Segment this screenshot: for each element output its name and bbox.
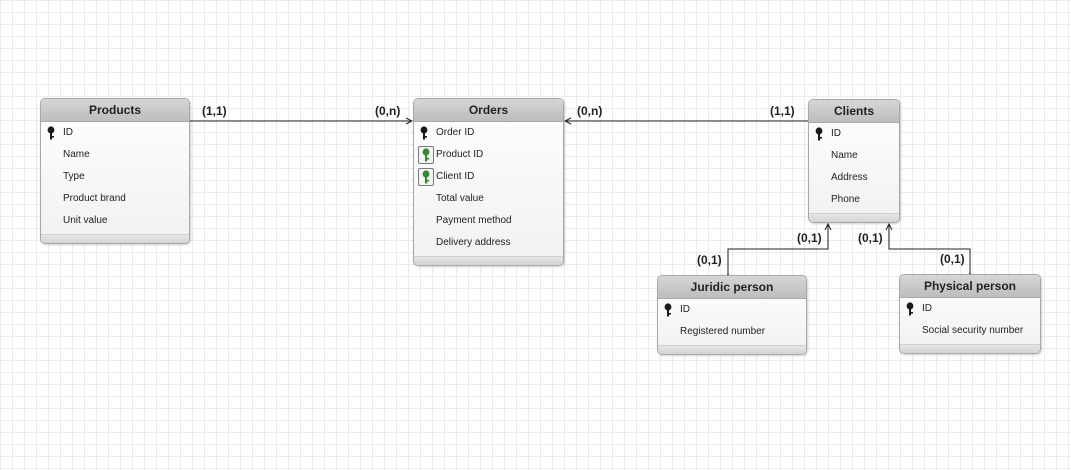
- entity-footer: [900, 344, 1040, 353]
- field-label: Address: [831, 172, 868, 183]
- entity-field[interactable]: Client ID: [414, 166, 563, 188]
- cardinality-label: (1,1): [770, 104, 795, 118]
- field-label: Name: [63, 149, 90, 160]
- field-label: Client ID: [436, 171, 475, 182]
- field-label: ID: [922, 303, 932, 314]
- field-label: Social security number: [922, 325, 1024, 336]
- entity-field[interactable]: Unit value: [41, 210, 189, 232]
- cardinality-label: (1,1): [202, 104, 227, 118]
- cardinality-label: (0,1): [697, 253, 722, 267]
- entity-footer: [414, 256, 563, 265]
- entity-title: Products: [41, 99, 189, 122]
- primary-key-icon: [47, 126, 59, 140]
- entity-footer: [658, 345, 806, 354]
- entity-title: Physical person: [900, 275, 1040, 298]
- primary-key-icon: [815, 127, 827, 141]
- field-label: ID: [63, 127, 73, 138]
- entity-footer: [41, 234, 189, 243]
- entity-footer: [809, 213, 899, 222]
- link-clients-juridic[interactable]: [728, 224, 828, 274]
- entity-field[interactable]: Social security number: [900, 320, 1040, 342]
- field-label: Order ID: [436, 127, 475, 138]
- entity-field[interactable]: Payment method: [414, 210, 563, 232]
- entity-field[interactable]: ID: [41, 122, 189, 144]
- cardinality-label: (0,1): [940, 252, 965, 266]
- cardinality-label: (0,n): [577, 104, 603, 118]
- field-label: ID: [680, 304, 690, 315]
- field-label: Registered number: [680, 326, 766, 337]
- entity-field[interactable]: Delivery address: [414, 232, 563, 254]
- entity-field[interactable]: Address: [809, 167, 899, 189]
- field-label: Type: [63, 171, 85, 182]
- entity-field[interactable]: Name: [809, 145, 899, 167]
- entity-orders[interactable]: Orders Order ID Product ID Client ID Total …: [413, 98, 564, 266]
- field-label: Product brand: [63, 193, 126, 204]
- field-label: Product ID: [436, 149, 484, 160]
- entity-field[interactable]: ID: [900, 298, 1040, 320]
- entity-title: Clients: [809, 100, 899, 123]
- entity-field[interactable]: Registered number: [658, 321, 806, 343]
- entity-title: Orders: [414, 99, 563, 122]
- entity-field[interactable]: Order ID: [414, 122, 563, 144]
- entity-field[interactable]: Name: [41, 144, 189, 166]
- entity-field[interactable]: ID: [658, 299, 806, 321]
- entity-juridic-person[interactable]: Juridic person ID Registered number: [657, 275, 807, 355]
- entity-field[interactable]: Type: [41, 166, 189, 188]
- link-clients-physical[interactable]: [889, 224, 970, 273]
- field-label: Delivery address: [436, 237, 511, 248]
- entity-field[interactable]: Product brand: [41, 188, 189, 210]
- field-label: Payment method: [436, 215, 512, 226]
- entity-title: Juridic person: [658, 276, 806, 299]
- entity-field[interactable]: Phone: [809, 189, 899, 211]
- primary-key-icon: [664, 303, 676, 317]
- entity-fields: ID Social security number: [900, 298, 1040, 342]
- entity-field[interactable]: ID: [809, 123, 899, 145]
- field-label: Total value: [436, 193, 484, 204]
- primary-key-icon: [420, 126, 432, 140]
- entity-field[interactable]: Total value: [414, 188, 563, 210]
- field-label: Unit value: [63, 215, 108, 226]
- cardinality-label: (0,1): [858, 231, 883, 245]
- foreign-key-icon: [418, 168, 434, 186]
- primary-key-icon: [906, 302, 918, 316]
- entity-fields: ID Registered number: [658, 299, 806, 343]
- entity-field[interactable]: Product ID: [414, 144, 563, 166]
- cardinality-label: (0,1): [797, 231, 822, 245]
- foreign-key-icon: [418, 146, 434, 164]
- entity-physical-person[interactable]: Physical person ID Social security number: [899, 274, 1041, 354]
- field-label: ID: [831, 128, 841, 139]
- cardinality-label: (0,n): [375, 104, 401, 118]
- field-label: Phone: [831, 194, 860, 205]
- field-label: Name: [831, 150, 858, 161]
